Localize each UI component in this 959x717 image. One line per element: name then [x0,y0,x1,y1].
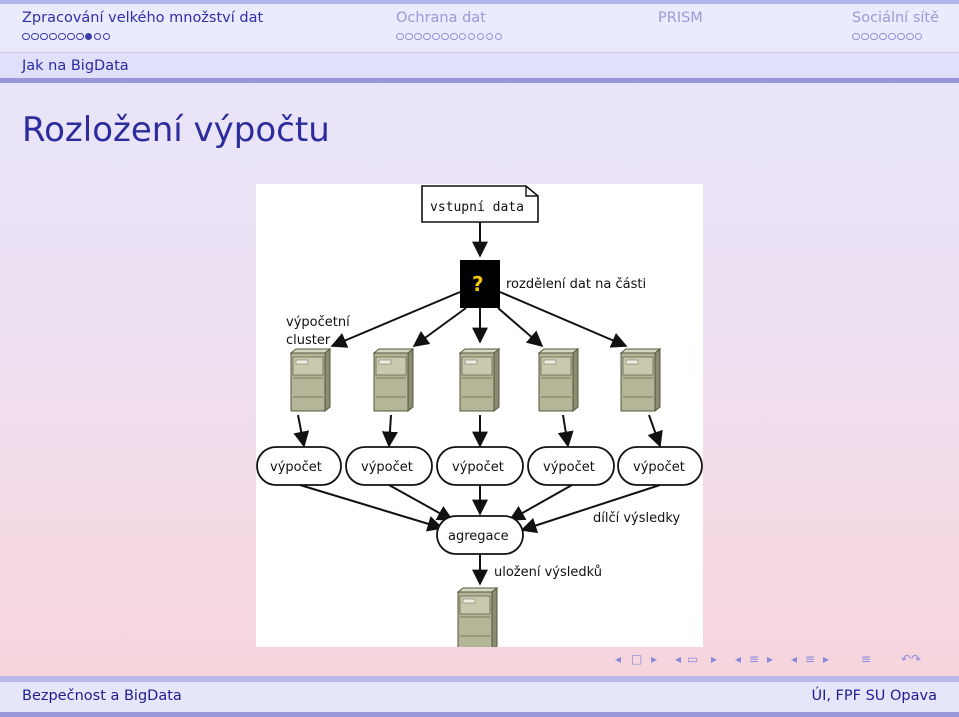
frame-dots-section-1[interactable] [22,26,112,41]
split-question-mark: ? [472,272,484,296]
frame-dot[interactable] [30,32,39,41]
partial-results-label: dílčí výsledky [593,511,680,526]
nav-section-title[interactable]: Zpracování velkého množství dat [22,10,264,26]
document-icon[interactable]: ≡ [805,652,816,666]
nav-section-prism[interactable]: PRISM [658,10,703,26]
frame-dot[interactable] [431,32,440,41]
compute-label: výpočet [361,460,413,475]
frame-dot[interactable] [485,32,494,41]
aggregate-label: agregace [448,529,509,544]
nav-section-big-data[interactable]: Zpracování velkého množství dat [22,10,263,26]
frame-dot[interactable] [102,32,111,41]
frame-dot[interactable] [22,32,30,41]
aggregate-node: agregace [436,515,524,555]
compute-label: výpočet [270,460,322,475]
back-forward-search-icon[interactable]: ↶↷ [901,652,922,666]
nav-section-title[interactable]: Sociální sítě [852,10,940,26]
next-document-icon[interactable]: ▸ [823,652,830,666]
section-icon[interactable]: ≡ [749,652,760,666]
prev-frame-icon[interactable]: ◂ [615,652,622,666]
frame-dot[interactable] [48,32,57,41]
frame-dot[interactable] [440,32,449,41]
frame-dot[interactable] [896,32,905,41]
compute-node-3: výpočet [436,446,524,486]
frame-dot[interactable] [467,32,476,41]
compute-label: výpočet [633,460,685,475]
frame-dot[interactable] [75,32,84,41]
compute-node-2: výpočet [345,446,433,486]
frame-dot[interactable] [860,32,869,41]
frame-dot[interactable] [494,32,503,41]
frame-dot[interactable] [905,32,914,41]
frame-dot[interactable] [404,32,413,41]
server-icon-5 [620,348,661,412]
subsection-bar: Jak na BigData [0,52,959,83]
subsection-icon[interactable]: ▭ [687,652,699,666]
frame-dot[interactable] [413,32,422,41]
input-data-label: vstupní data [430,200,524,215]
frame-dots-section-2[interactable] [396,26,504,41]
nav-section-data-protection[interactable]: Ochrana dat [396,10,486,26]
footer-bar: Bezpečnost a BigData ÚI, FPF SU Opava [0,682,959,717]
next-frame-icon[interactable]: ▸ [651,652,658,666]
nav-section-social-networks[interactable]: Sociální sítě [852,10,939,26]
prev-document-icon[interactable]: ◂ [791,652,798,666]
footer-divider [0,676,959,682]
frame-dot[interactable] [39,32,48,41]
nav-section-title[interactable]: Ochrana dat [396,10,486,26]
compute-node-4: výpočet [527,446,615,486]
frame-dot[interactable] [93,32,102,41]
output-server-icon [457,587,498,647]
footer-institute: ÚI, FPF SU Opava [811,688,937,704]
server-icon-2 [373,348,414,412]
distributed-computation-diagram: vstupní data ? rozdělení dat na části vý… [256,184,703,647]
split-box: ? [460,260,500,308]
frame-dot[interactable] [869,32,878,41]
store-results-label: uložení výsledků [494,565,602,580]
compute-label: výpočet [543,460,595,475]
frame-dot[interactable] [476,32,485,41]
frame-dot[interactable] [449,32,458,41]
server-icon-1 [290,348,331,412]
section-navigation-bar: Zpracování velkého množství dat Ochrana … [0,0,959,48]
frame-dot[interactable] [66,32,75,41]
frame-dot[interactable] [914,32,923,41]
input-data-document: vstupní data [421,185,539,223]
frame-dot[interactable] [458,32,467,41]
server-icon-4 [538,348,579,412]
server-icon-3 [459,348,500,412]
align-icon[interactable]: ≡ [861,652,872,666]
frame-dot[interactable] [84,32,93,41]
footer-title: Bezpečnost a BigData [22,688,182,704]
frame-dot[interactable] [878,32,887,41]
beamer-navigation-symbols: ◂ □ ▸ ◂ ▭ ▸ ◂ ≡ ▸ ◂ ≡ ▸ ≡ ↶↷ [615,652,950,672]
compute-label: výpočet [452,460,504,475]
split-label: rozdělení dat na části [506,277,646,292]
compute-node-5: výpočet [617,446,703,486]
frame-icon[interactable]: □ [631,652,643,666]
frame-title: Rozložení výpočtu [22,110,330,150]
frame-dot[interactable] [422,32,431,41]
frame-dots-section-4[interactable] [852,26,924,41]
next-subsection-icon[interactable]: ▸ [711,652,718,666]
next-section-icon[interactable]: ▸ [767,652,774,666]
nav-section-title[interactable]: PRISM [658,10,703,26]
subsection-title[interactable]: Jak na BigData [22,58,129,74]
cluster-label-line2: cluster [286,333,331,348]
prev-subsection-icon[interactable]: ◂ [675,652,682,666]
compute-node-1: výpočet [256,446,342,486]
frame-dot[interactable] [396,32,404,41]
frame-dot[interactable] [57,32,66,41]
prev-section-icon[interactable]: ◂ [735,652,742,666]
cluster-label-line1: výpočetní [286,315,350,330]
frame-dot[interactable] [852,32,860,41]
diagram-svg: vstupní data ? rozdělení dat na části vý… [256,185,703,647]
frame-dot[interactable] [887,32,896,41]
